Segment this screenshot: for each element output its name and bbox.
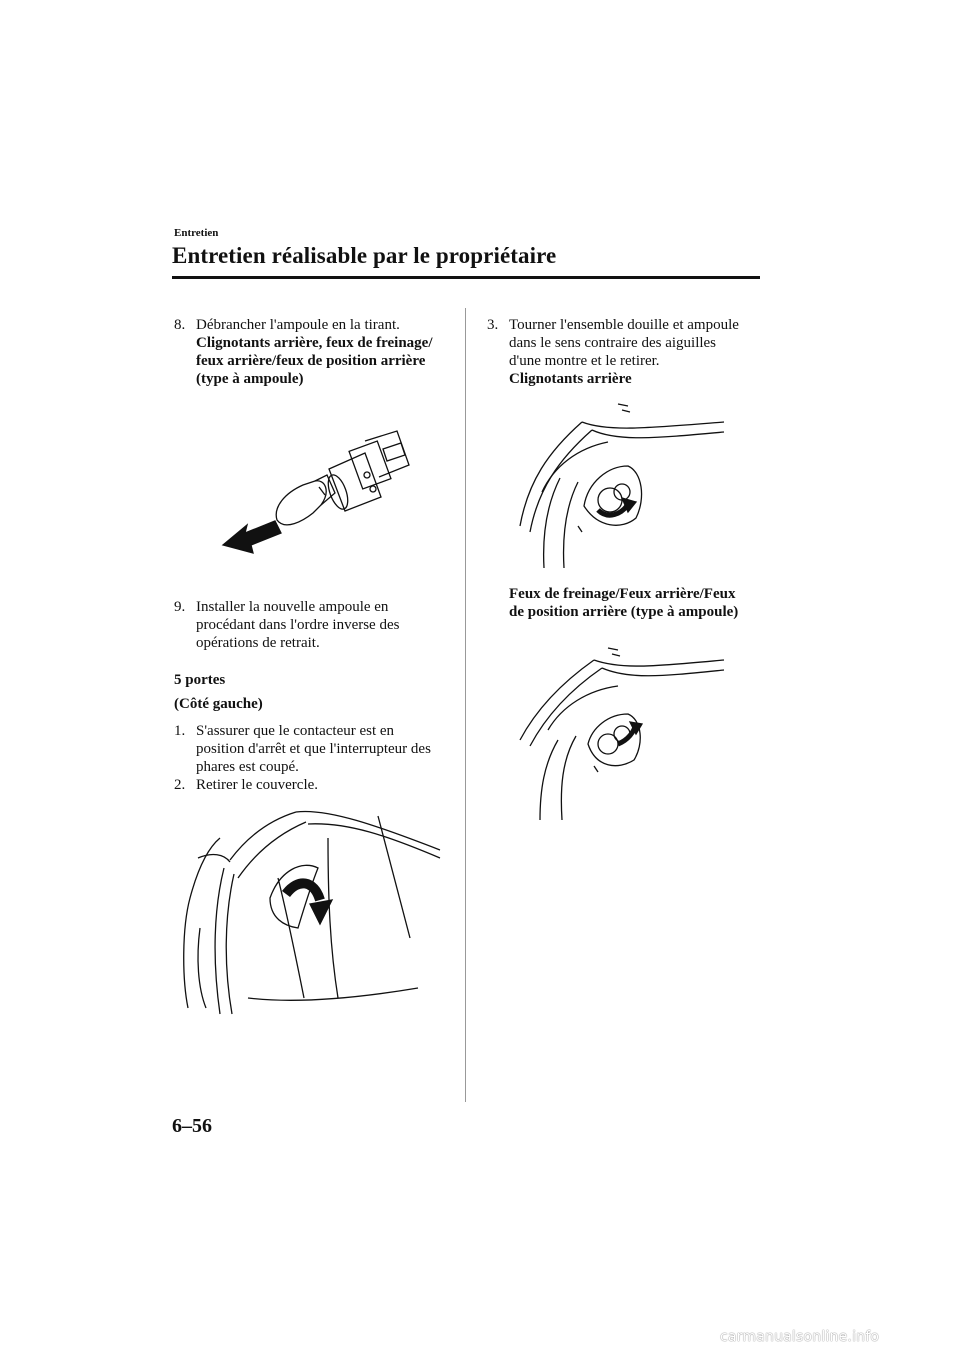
step-line: dans le sens contraire des aiguilles xyxy=(509,335,717,351)
step-line: S'assurer que le contacteur est en xyxy=(196,723,395,739)
title-rule xyxy=(172,276,760,279)
step-line: d'une montre et le retirer. xyxy=(509,353,660,369)
step-number: 3. xyxy=(487,317,499,333)
trunk-cover-illustration xyxy=(183,810,441,1015)
column-divider xyxy=(465,308,466,1102)
heading-side: (Côté gauche) xyxy=(174,696,263,712)
step-line: position d'arrêt et que l'interrupteur d… xyxy=(196,741,431,757)
step-number: 8. xyxy=(174,317,186,333)
step-number: 9. xyxy=(174,599,186,615)
step-line: Tourner l'ensemble douille et ampoule xyxy=(509,317,739,333)
step-line: opérations de retrait. xyxy=(196,635,320,651)
turn-signal-socket-illustration xyxy=(519,403,725,569)
step-line: Installer la nouvelle ampoule en xyxy=(196,599,389,615)
step-bold-line: feux arrière/feux de position arrière xyxy=(196,353,426,369)
step-line: phares est coupé. xyxy=(196,759,299,775)
caption-line: Feux de freinage/Feux arrière/Feux xyxy=(509,586,736,602)
step-number: 1. xyxy=(174,723,186,739)
step-bold-line: Clignotants arrière xyxy=(509,371,632,387)
step-number: 2. xyxy=(174,777,186,793)
step-bold-line: Clignotants arrière, feux de freinage/ xyxy=(196,335,433,351)
page-number: 6–56 xyxy=(172,1115,212,1137)
step-bold-line: (type à ampoule) xyxy=(196,371,304,387)
step-text: Retirer le couvercle. xyxy=(196,777,319,793)
caption-line: de position arrière (type à ampoule) xyxy=(509,604,739,620)
stop-tail-socket-illustration xyxy=(519,647,725,821)
page-title: Entretien réalisable par le propriétaire xyxy=(172,243,557,268)
step-text: Débrancher l'ampoule en la tirant. xyxy=(196,317,400,333)
watermark-site: carmanualsonline.info xyxy=(720,1329,880,1345)
section-label: Entretien xyxy=(174,227,219,239)
heading-doors: 5 portes xyxy=(174,672,226,688)
bulb-removal-illustration xyxy=(221,430,410,554)
rotate-arrow-icon xyxy=(282,878,325,902)
step-line: procédant dans l'ordre inverse des xyxy=(196,617,400,633)
arrow-icon xyxy=(221,520,282,554)
